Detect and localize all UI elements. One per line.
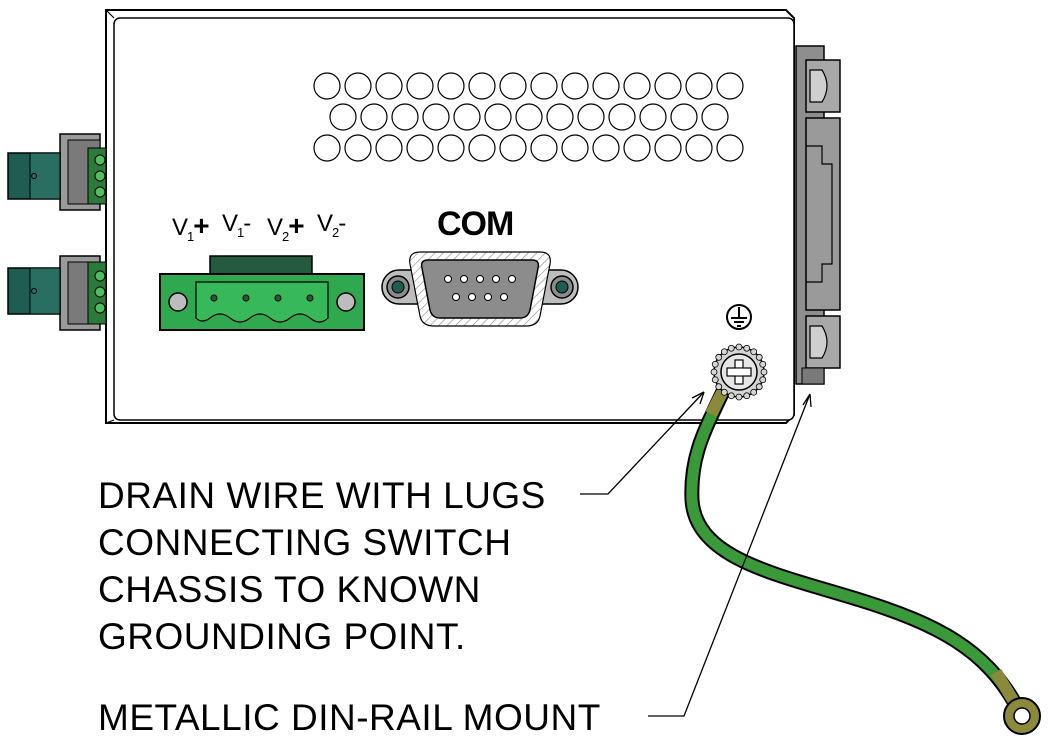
vent-hole	[685, 72, 713, 100]
v1-minus-label: V1-	[222, 210, 251, 240]
vent-hole	[670, 103, 698, 131]
vent-hole	[344, 72, 372, 100]
vent-hole	[716, 134, 744, 162]
din-rail-mount	[795, 45, 841, 385]
vent-hole	[406, 134, 434, 162]
vent-hole	[375, 134, 403, 162]
vent-hole	[484, 103, 512, 131]
vent-hole	[344, 134, 372, 162]
vent-hole	[375, 72, 403, 100]
vent-hole	[701, 103, 729, 131]
v1-plus-label: V1+	[172, 210, 210, 244]
vent-hole	[685, 134, 713, 162]
vent-hole	[577, 103, 605, 131]
vent-hole	[561, 134, 589, 162]
com-db9-connector	[381, 251, 579, 327]
vent-hole	[313, 134, 341, 162]
callout-line: DRAIN WIRE WITH LUGS	[98, 475, 546, 516]
fiber-port-upper	[7, 133, 107, 211]
callout-line: CHASSIS TO KNOWN	[98, 569, 481, 610]
vent-hole	[360, 103, 388, 131]
vent-hole	[530, 134, 558, 162]
vent-hole	[499, 72, 527, 100]
vent-hole	[515, 103, 543, 131]
vent-hole	[592, 134, 620, 162]
din-rail-callout: METALLIC DIN-RAIL MOUNT	[98, 697, 601, 738]
vent-hole	[608, 103, 636, 131]
vent-hole	[639, 103, 667, 131]
vent-hole	[406, 72, 434, 100]
ground-symbol-icon	[726, 304, 752, 330]
callout-line: CONNECTING SWITCH	[98, 522, 512, 563]
vent-hole	[437, 134, 465, 162]
vent-hole	[654, 134, 682, 162]
drain-wire	[684, 377, 1041, 735]
vent-hole	[468, 134, 496, 162]
ventilation-holes	[313, 72, 744, 162]
v2-minus-label: V2-	[317, 210, 346, 240]
vent-hole	[391, 103, 419, 131]
vent-hole	[329, 103, 357, 131]
vent-hole	[468, 72, 496, 100]
vent-hole	[654, 72, 682, 100]
vent-hole	[453, 103, 481, 131]
vent-hole	[592, 72, 620, 100]
v2-plus-label: V2+	[267, 210, 305, 244]
callout-line: GROUNDING POINT.	[98, 616, 466, 657]
fiber-port-lower	[7, 255, 107, 331]
com-port-label: COM	[437, 205, 514, 243]
vent-hole	[499, 134, 527, 162]
vent-hole	[546, 103, 574, 131]
vent-hole	[437, 72, 465, 100]
vent-hole	[716, 72, 744, 100]
vent-hole	[422, 103, 450, 131]
vent-hole	[313, 72, 341, 100]
callout-leader-lines	[580, 391, 812, 717]
vent-hole	[561, 72, 589, 100]
vent-hole	[623, 72, 651, 100]
vent-hole	[530, 72, 558, 100]
phillips-screw-icon	[710, 343, 768, 401]
drain-wire-callout: DRAIN WIRE WITH LUGS CONNECTING SWITCH C…	[98, 472, 546, 660]
vent-hole	[623, 134, 651, 162]
power-terminal-block	[159, 255, 365, 331]
